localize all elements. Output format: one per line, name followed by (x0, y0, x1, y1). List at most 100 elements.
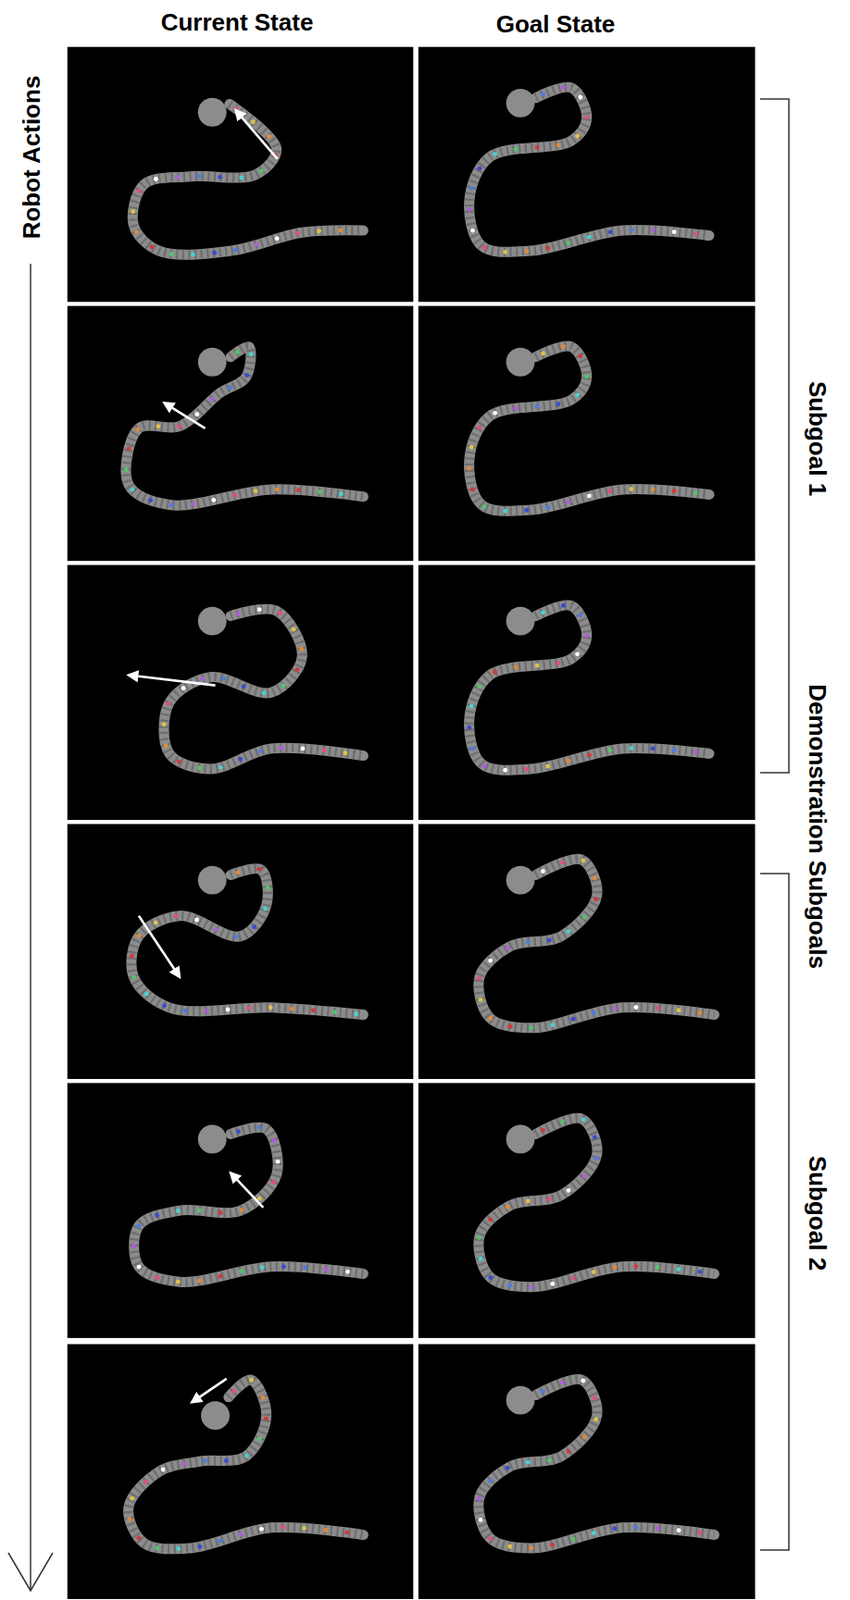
marker-dot (560, 1381, 565, 1387)
marker-dot (505, 1205, 511, 1211)
marker-dot (238, 1269, 244, 1275)
panel-ground (67, 1083, 414, 1339)
marker-dot (244, 373, 250, 378)
marker-dot (482, 763, 488, 769)
state-panel (418, 824, 756, 1080)
marker-dot (470, 746, 475, 751)
marker-dot (154, 1213, 160, 1219)
marker-dot (487, 1218, 493, 1224)
state-panel (418, 1083, 756, 1339)
marker-dot (322, 749, 327, 754)
marker-dot (482, 245, 488, 250)
marker-dot (162, 1003, 167, 1009)
marker-dot (513, 665, 519, 671)
obstacle-ball (198, 866, 227, 896)
rope (132, 103, 363, 255)
marker-dot (547, 1459, 552, 1464)
state-panel (67, 1344, 414, 1600)
marker-dot (655, 1265, 661, 1271)
panel-ground (418, 306, 756, 563)
marker-dot (131, 1244, 137, 1250)
marker-dot (580, 1379, 586, 1385)
marker-dot (175, 175, 180, 180)
marker-dot (251, 925, 257, 930)
marker-dot (492, 670, 498, 675)
marker-dot (566, 240, 572, 246)
marker-dot (528, 1546, 534, 1551)
state-panel (67, 565, 414, 822)
marker-dot (547, 938, 552, 944)
obstacle-ball (198, 607, 227, 637)
marker-dot (238, 1533, 244, 1538)
column-header: Current State (159, 9, 316, 38)
marker-dot (197, 1545, 202, 1550)
rope-twist (132, 103, 363, 255)
marker-dot (197, 1279, 202, 1285)
state-panel (418, 306, 756, 563)
marker-dot (299, 647, 304, 652)
marker-dot (566, 500, 572, 505)
marker-dot (154, 1275, 160, 1281)
marker-dot (225, 1008, 231, 1013)
marker-dot (126, 446, 132, 451)
obstacle-ball (506, 607, 536, 637)
marker-dot (289, 1007, 295, 1013)
panel-ground (418, 47, 756, 303)
marker-dot (275, 1160, 281, 1165)
marker-dot (323, 1528, 328, 1534)
marker-dot (197, 1209, 202, 1214)
panel-ground (418, 1344, 756, 1600)
obstacle-ball (506, 1125, 536, 1155)
marker-dot (556, 401, 562, 407)
marker-dot (612, 1526, 617, 1532)
marker-dot (262, 690, 267, 696)
marker-dot (211, 498, 216, 503)
marker-dot (591, 1011, 597, 1016)
marker-dot (258, 749, 263, 754)
marker-dot (176, 424, 182, 429)
marker-dot (587, 494, 592, 500)
marker-dot (239, 1208, 245, 1213)
marker-dot (265, 886, 271, 891)
marker-dot (556, 142, 562, 148)
rope (128, 1380, 364, 1550)
marker-dot (571, 1276, 576, 1282)
marker-dot (257, 867, 263, 873)
marker-dot (131, 975, 137, 980)
panel-ground (418, 565, 756, 822)
marker-dot (584, 114, 589, 120)
marker-dot (513, 406, 519, 412)
marker-dot (628, 227, 634, 233)
marker-dot (561, 344, 566, 350)
marker-dot (524, 249, 529, 254)
marker-dot (163, 743, 169, 749)
marker-dot (241, 684, 247, 689)
panel-ground (67, 47, 414, 303)
marker-dot (153, 176, 159, 182)
marker-dot (628, 487, 634, 492)
rope (163, 609, 363, 770)
bracket (760, 99, 789, 774)
marker-dot (528, 1025, 534, 1031)
marker-dot (238, 175, 244, 180)
marker-dot (592, 1135, 598, 1140)
marker-dot (143, 1480, 149, 1486)
rope (125, 346, 363, 506)
marker-dot (693, 490, 699, 496)
marker-dot (266, 134, 272, 139)
marker-dot (136, 1224, 141, 1229)
marker-dot (672, 748, 677, 753)
bracket-label: Subgoal 1 (802, 379, 831, 499)
rope (478, 859, 715, 1029)
marker-dot (571, 1017, 576, 1023)
marker-dot (200, 676, 205, 682)
rope-twist (469, 605, 710, 771)
marker-dot (528, 1285, 534, 1290)
marker-dot (560, 861, 565, 866)
marker-dot (577, 353, 583, 359)
marker-dot (353, 1012, 359, 1017)
marker-dot (332, 1010, 338, 1015)
rope-twist (469, 346, 710, 512)
marker-dot (477, 166, 483, 172)
